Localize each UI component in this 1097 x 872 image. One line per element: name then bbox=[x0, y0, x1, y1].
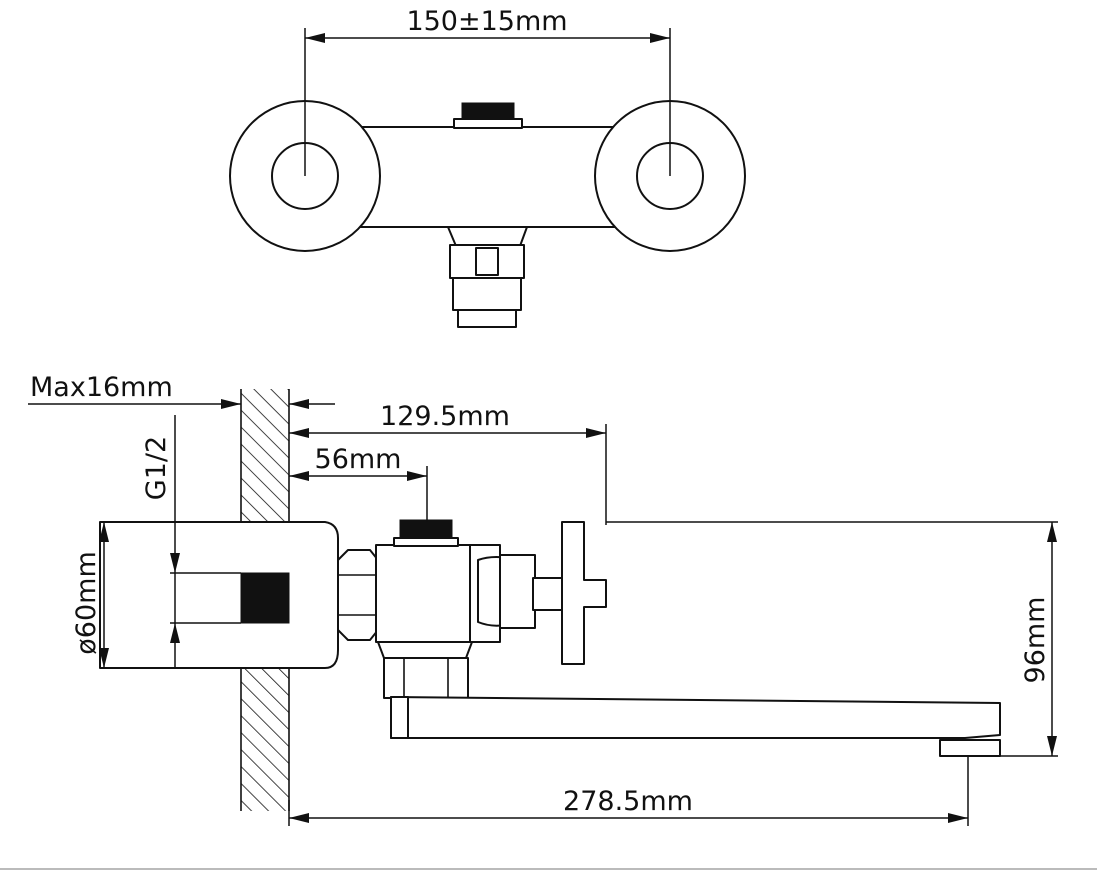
dim-wall-max: Max16mm bbox=[30, 372, 173, 403]
hex-nut bbox=[337, 549, 379, 641]
spout bbox=[390, 696, 1001, 739]
top-outlet-window bbox=[475, 247, 499, 276]
body-thread-base bbox=[393, 537, 459, 547]
dim-reach-handle: 129.5mm bbox=[380, 401, 510, 432]
top-outlet-end bbox=[457, 309, 517, 328]
top-thread-base bbox=[453, 118, 523, 129]
cross-handle bbox=[561, 521, 607, 665]
lower-outlet-nut bbox=[383, 657, 469, 699]
top-body bbox=[344, 126, 636, 228]
cartridge-ring bbox=[499, 554, 536, 629]
mixer-body bbox=[375, 544, 471, 643]
dim-flange-diameter: ø60mm bbox=[71, 551, 102, 654]
wall-pipe-solid bbox=[240, 572, 290, 624]
lower-outlet-taper bbox=[377, 641, 473, 659]
handle-stem bbox=[532, 577, 564, 611]
top-outlet-tip bbox=[452, 277, 522, 311]
top-outlet-nut bbox=[447, 226, 528, 247]
dim-thread: G1/2 bbox=[141, 436, 172, 500]
dim-inlet-spacing: 150±15mm bbox=[406, 6, 567, 37]
spout-lip bbox=[939, 739, 1001, 757]
dim-reach-outlet: 56mm bbox=[315, 444, 402, 475]
top-view: 150±15mm bbox=[229, 6, 746, 328]
wall-flange bbox=[100, 521, 339, 669]
dim-height: 96mm bbox=[1020, 597, 1051, 684]
dim-spout-length: 278.5mm bbox=[563, 786, 693, 817]
side-view: Max16mm 129.5mm 56mm G1/2 ø60mm 96mm bbox=[28, 372, 1058, 826]
